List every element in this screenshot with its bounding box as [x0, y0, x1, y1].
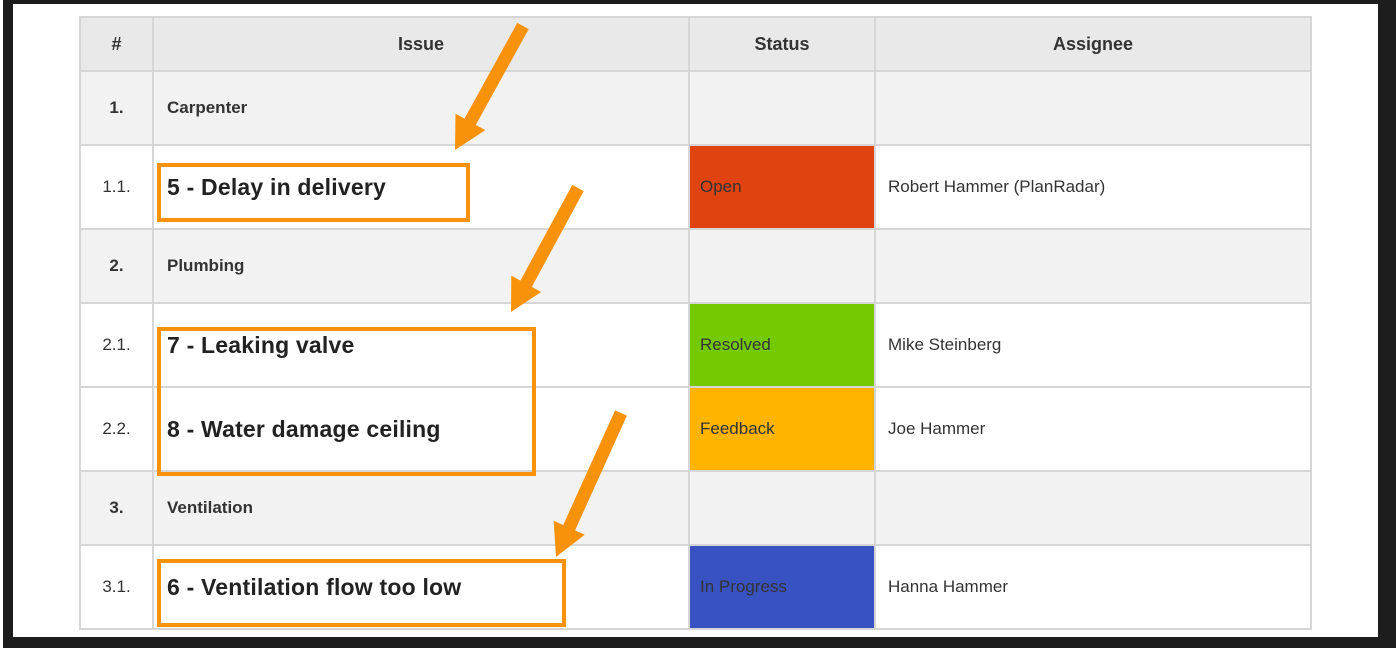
issue-title-cell: 7 - Leaking valve	[152, 302, 690, 388]
assignee-cell: Joe Hammer	[874, 386, 1312, 472]
issue-title[interactable]: 8 - Water damage ceiling	[167, 415, 441, 442]
row-number-cell: 3.	[79, 470, 154, 546]
row-number-cell: 1.	[79, 70, 154, 146]
status-badge: Feedback	[688, 386, 876, 472]
row-number-cell: 2.2.	[79, 386, 154, 472]
header-cell-status: Status	[688, 16, 876, 72]
header-cell-assignee: Assignee	[874, 16, 1312, 72]
row-number-cell: 1.1.	[79, 144, 154, 230]
status-cell-empty	[688, 70, 876, 146]
table-header-row: # Issue Status Assignee	[79, 16, 1312, 72]
row-number-cell: 3.1.	[79, 544, 154, 630]
issue-row[interactable]: 3.1. 6 - Ventilation flow too low In Progr…	[79, 544, 1312, 630]
category-title-cell: Ventilation	[152, 470, 690, 546]
status-badge: Open	[688, 144, 876, 230]
issue-title[interactable]: 5 - Delay in delivery	[167, 173, 386, 200]
row-number-cell: 2.1.	[79, 302, 154, 388]
category-row[interactable]: 3.Ventilation	[79, 470, 1312, 546]
issue-title[interactable]: 6 - Ventilation flow too low	[167, 573, 462, 600]
status-cell-empty	[688, 470, 876, 546]
status-badge: Resolved	[688, 302, 876, 388]
status-badge: In Progress	[688, 544, 876, 630]
category-row[interactable]: 1.Carpenter	[79, 70, 1312, 146]
assignee-cell-empty	[874, 470, 1312, 546]
assignee-cell-empty	[874, 228, 1312, 304]
issue-title-cell: 6 - Ventilation flow too low	[152, 544, 690, 630]
assignee-cell: Mike Steinberg	[874, 302, 1312, 388]
issue-title-cell: 8 - Water damage ceiling	[152, 386, 690, 472]
category-title-cell: Carpenter	[152, 70, 690, 146]
category-title-cell: Plumbing	[152, 228, 690, 304]
row-number-cell: 2.	[79, 228, 154, 304]
assignee-cell-empty	[874, 70, 1312, 146]
header-cell-issue: Issue	[152, 16, 690, 72]
assignee-cell: Hanna Hammer	[874, 544, 1312, 630]
header-cell-number: #	[79, 16, 154, 72]
category-row[interactable]: 2.Plumbing	[79, 228, 1312, 304]
assignee-cell: Robert Hammer (PlanRadar)	[874, 144, 1312, 230]
issue-title-cell: 5 - Delay in delivery	[152, 144, 690, 230]
status-cell-empty	[688, 228, 876, 304]
issue-title[interactable]: 7 - Leaking valve	[167, 331, 355, 358]
